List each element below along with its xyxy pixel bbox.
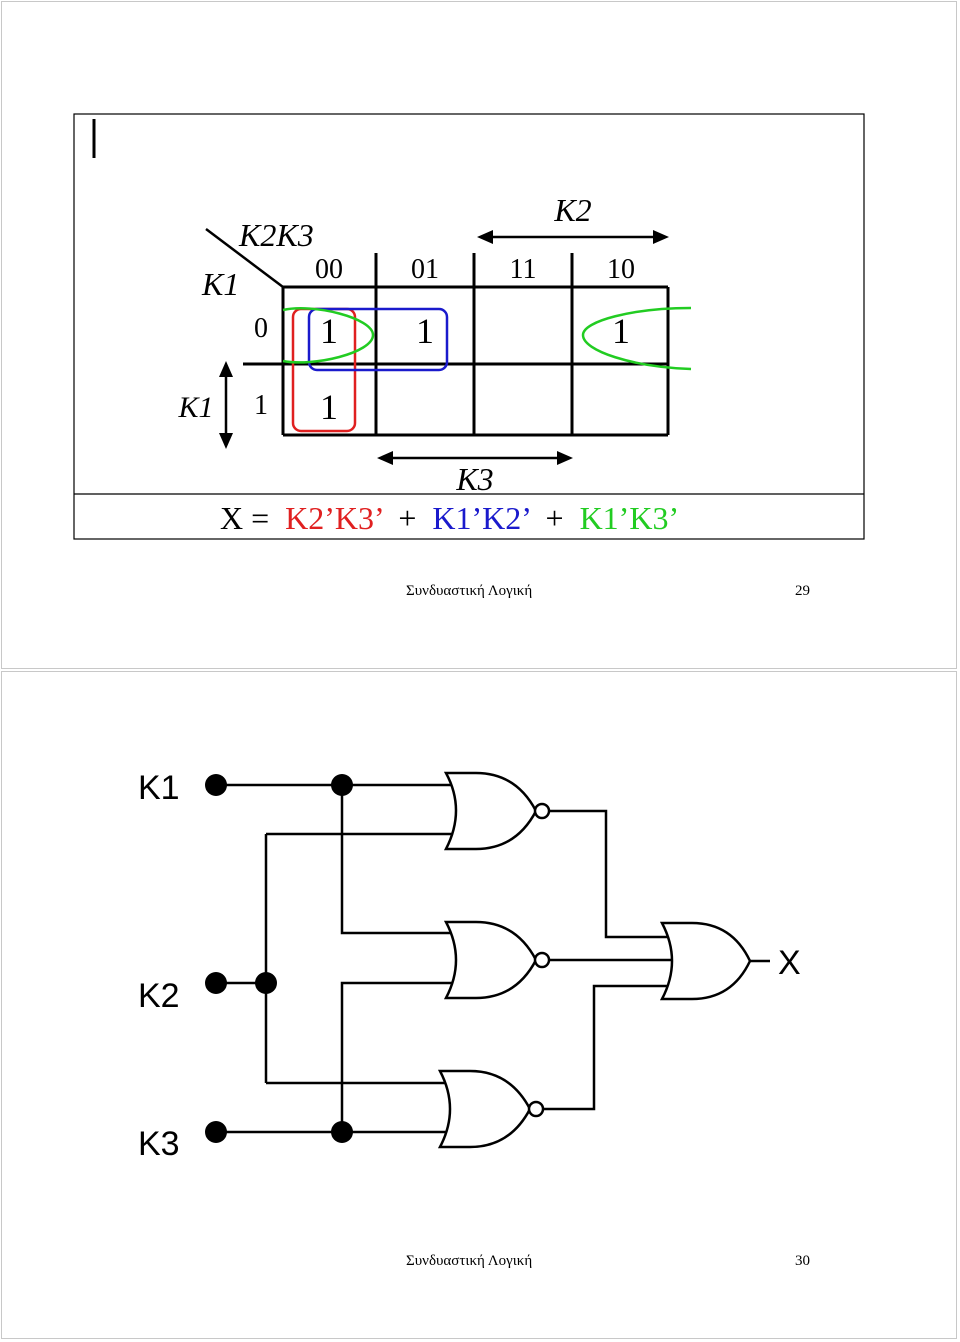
slide-30: K1 K2 K3 X Συνδυαστική Λογική 30 bbox=[1, 671, 957, 1339]
nor-gate-1 bbox=[443, 771, 551, 851]
circuit-wires bbox=[216, 783, 770, 1134]
row-header-0: 0 bbox=[254, 313, 268, 344]
k2-label: K2 bbox=[553, 192, 591, 228]
karnaugh-map-figure: K2K3 K1 00 01 11 10 0 1 1 1 1 1 bbox=[73, 113, 865, 540]
equation-term-1: K2’K3’ bbox=[285, 500, 382, 536]
output-x-label: X bbox=[778, 944, 801, 982]
row-header-1: 1 bbox=[254, 390, 268, 421]
cell-0-10: 1 bbox=[612, 311, 630, 351]
boolean-equation: X = K2’K3’ + K1’K2’ + K1’K3’ bbox=[220, 500, 679, 536]
input-k1-label: K1 bbox=[138, 769, 180, 807]
rows-variable-label: K1 bbox=[201, 266, 239, 302]
nor-gate-3 bbox=[437, 1069, 545, 1149]
equation-plus-1: + bbox=[398, 500, 416, 536]
input-k2-label: K2 bbox=[138, 977, 180, 1015]
input-k3-label: K3 bbox=[138, 1125, 180, 1163]
corner-diagonal bbox=[205, 228, 284, 288]
figure-frame bbox=[73, 113, 865, 540]
equation-term-3: K1’K3’ bbox=[580, 500, 680, 536]
logic-circuit-figure: K1 K2 K3 X bbox=[138, 769, 801, 1163]
cell-0-00: 1 bbox=[320, 311, 338, 351]
equation-term-2: K1’K2’ bbox=[432, 500, 529, 536]
footer-title: Συνδυαστική Λογική bbox=[406, 1253, 533, 1269]
group-green-right-loop bbox=[581, 306, 692, 371]
kmap-grid bbox=[243, 253, 670, 437]
group-blue-loop bbox=[307, 307, 449, 372]
col-header-01: 01 bbox=[411, 254, 439, 285]
junction-dots bbox=[205, 774, 353, 1143]
col-header-11: 11 bbox=[510, 254, 537, 285]
equation-lhs: X = bbox=[220, 500, 269, 536]
col-header-10: 10 bbox=[607, 254, 635, 285]
k1-side-label: K1 bbox=[177, 391, 213, 424]
slide-29: K2K3 K1 00 01 11 10 0 1 1 1 1 1 bbox=[1, 1, 957, 669]
cell-1-00: 1 bbox=[320, 387, 338, 427]
page-number: 30 bbox=[795, 1253, 810, 1269]
k3-label: K3 bbox=[455, 461, 493, 497]
footer-title: Συνδυαστική Λογική bbox=[406, 583, 533, 599]
page-number: 29 bbox=[795, 583, 810, 599]
equation-plus-2: + bbox=[546, 500, 564, 536]
cell-0-01: 1 bbox=[416, 311, 434, 351]
group-green-left-loop bbox=[282, 306, 375, 364]
col-header-00: 00 bbox=[315, 254, 343, 285]
cols-variable-label: K2K3 bbox=[238, 217, 314, 253]
or-gate-output bbox=[659, 921, 752, 1001]
nor-gate-2 bbox=[443, 920, 551, 1000]
